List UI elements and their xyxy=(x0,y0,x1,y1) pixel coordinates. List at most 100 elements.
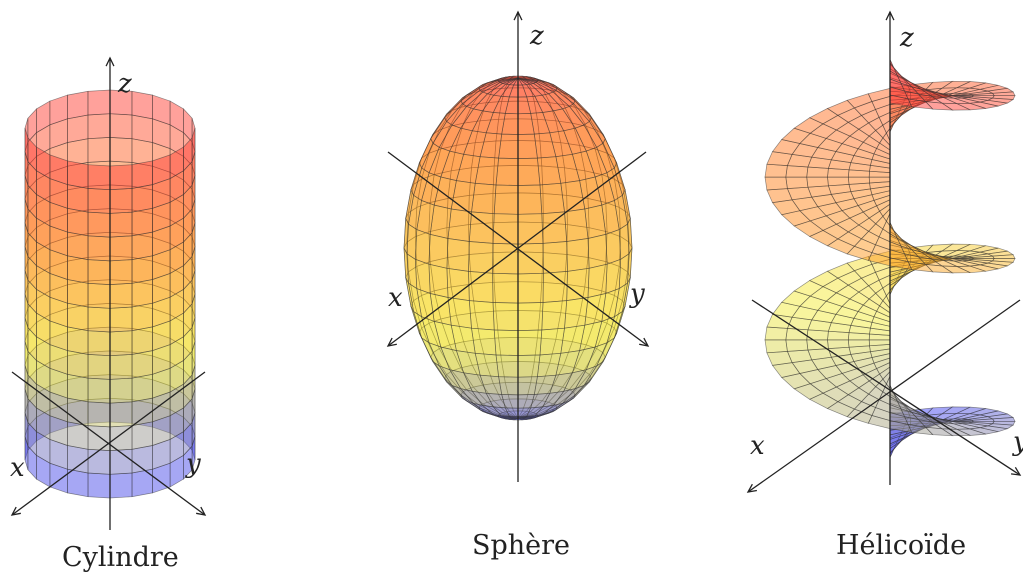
sphere-patch xyxy=(495,354,519,378)
sphere-patch xyxy=(446,238,470,272)
helicoid-patch xyxy=(785,339,809,352)
cylinder-patch xyxy=(109,330,133,357)
sphere-caption: Sphère xyxy=(472,530,571,561)
cylinder-patch xyxy=(87,282,111,309)
axes-layer xyxy=(10,10,1022,530)
sphere-patch xyxy=(492,243,519,275)
cylinder-patch xyxy=(109,282,133,309)
cylinder-patch xyxy=(87,330,111,357)
helicoid-patch xyxy=(847,176,870,185)
cylinder-patch xyxy=(67,302,89,332)
cylinder-patch xyxy=(109,401,133,428)
sphere-patch xyxy=(495,157,519,186)
helicoid-patch xyxy=(827,339,850,349)
cylinder-patch xyxy=(131,231,153,261)
cylinder-caption: Cylindre xyxy=(62,542,179,573)
helicoid-y-label: y xyxy=(1012,427,1023,457)
sphere-patch xyxy=(492,302,519,331)
cylinder-patch xyxy=(87,425,111,451)
sphere-patch xyxy=(447,297,472,329)
cylinder-patch xyxy=(67,279,89,308)
cylinder-patch xyxy=(109,137,133,163)
sphere-patch xyxy=(517,157,541,186)
sphere-patch xyxy=(541,300,568,331)
sphere-y-axis xyxy=(387,151,649,347)
sphere-patch xyxy=(471,182,497,215)
sphere-patch xyxy=(539,327,565,356)
cylinder-patch xyxy=(109,113,133,140)
cylinder-patch xyxy=(131,207,153,237)
helicoid-patch xyxy=(766,351,793,366)
sphere-patch xyxy=(566,238,590,272)
cylinder-z-axis-head xyxy=(105,56,115,67)
sphere-patch xyxy=(517,133,538,159)
cylinder-patch xyxy=(24,127,29,162)
cylinder-patch xyxy=(87,354,111,380)
cylinder-patch xyxy=(109,472,133,499)
sphere-patch xyxy=(517,272,544,304)
cylinder-patch xyxy=(87,113,111,140)
helicoid-x-label: x xyxy=(750,431,765,461)
cylinder-patch xyxy=(131,184,153,213)
cylinder-patch xyxy=(87,448,111,475)
cylinder-surface xyxy=(24,89,196,499)
cylinder-patch xyxy=(131,350,153,379)
sphere-patch xyxy=(587,263,608,298)
sphere-patch xyxy=(566,267,590,302)
sphere-patch xyxy=(587,233,608,269)
sphere-patch xyxy=(564,208,589,242)
cylinder-patch xyxy=(67,90,89,120)
cylinder-patch xyxy=(87,188,111,214)
sphere-patch xyxy=(493,329,519,356)
cylinder-patch xyxy=(131,373,153,403)
cylinder-patch xyxy=(131,302,153,332)
cylinder-patch xyxy=(87,235,111,262)
helicoid-patch xyxy=(766,188,793,203)
helicoid-patch xyxy=(785,165,809,178)
helicoid-patch xyxy=(785,176,809,189)
cylinder-patch xyxy=(67,114,89,143)
helicoid-y-axis-head xyxy=(1010,466,1022,476)
sphere-patch xyxy=(517,184,543,215)
cylinder-patch xyxy=(87,164,111,191)
helicoid-x-axis xyxy=(747,299,1021,493)
cylinder-patch xyxy=(109,306,133,333)
cylinder-patch xyxy=(131,279,153,308)
helicoid-patch xyxy=(868,176,891,184)
cylinder-patch xyxy=(109,377,133,404)
sphere-patch xyxy=(492,272,519,304)
cylinder-patch xyxy=(109,354,133,380)
cylinder-y-axis-head xyxy=(196,506,207,516)
cylinder-patch xyxy=(109,188,133,214)
sphere-z-label: z xyxy=(529,21,544,51)
cylinder-x-label: x xyxy=(10,453,25,483)
cylinder-patch xyxy=(109,259,133,285)
helicoid-patch xyxy=(764,339,788,354)
sphere-patch xyxy=(468,241,494,274)
helicoid-x-axis-head xyxy=(746,483,757,493)
helicoid-patch xyxy=(764,163,788,178)
cylinder-patch xyxy=(87,401,111,428)
sphere-patch xyxy=(584,204,607,239)
helicoid-z-label: z xyxy=(899,23,914,53)
cylinder-patch xyxy=(67,468,89,498)
cylinder-patch xyxy=(109,235,133,262)
cylinder-patch xyxy=(131,114,153,143)
cylinder-patch xyxy=(131,421,153,450)
cylinder-patch xyxy=(131,160,153,189)
sphere-patch xyxy=(539,182,565,215)
helicoid-patch xyxy=(806,176,829,188)
cylinder-y-axis xyxy=(11,371,206,516)
cylinder-patch xyxy=(87,89,111,116)
sphere-patch xyxy=(605,229,622,265)
cylinder-patch xyxy=(67,445,89,474)
cylinder-patch xyxy=(131,326,153,355)
cylinder-x-axis-head xyxy=(10,506,21,516)
sphere-patch xyxy=(493,184,519,215)
cylinder-patch xyxy=(67,207,89,237)
cylinder-patch xyxy=(87,472,111,499)
cylinder-patch xyxy=(67,184,89,213)
sphere-y-label: y xyxy=(629,279,645,309)
sphere-patch xyxy=(517,354,541,378)
